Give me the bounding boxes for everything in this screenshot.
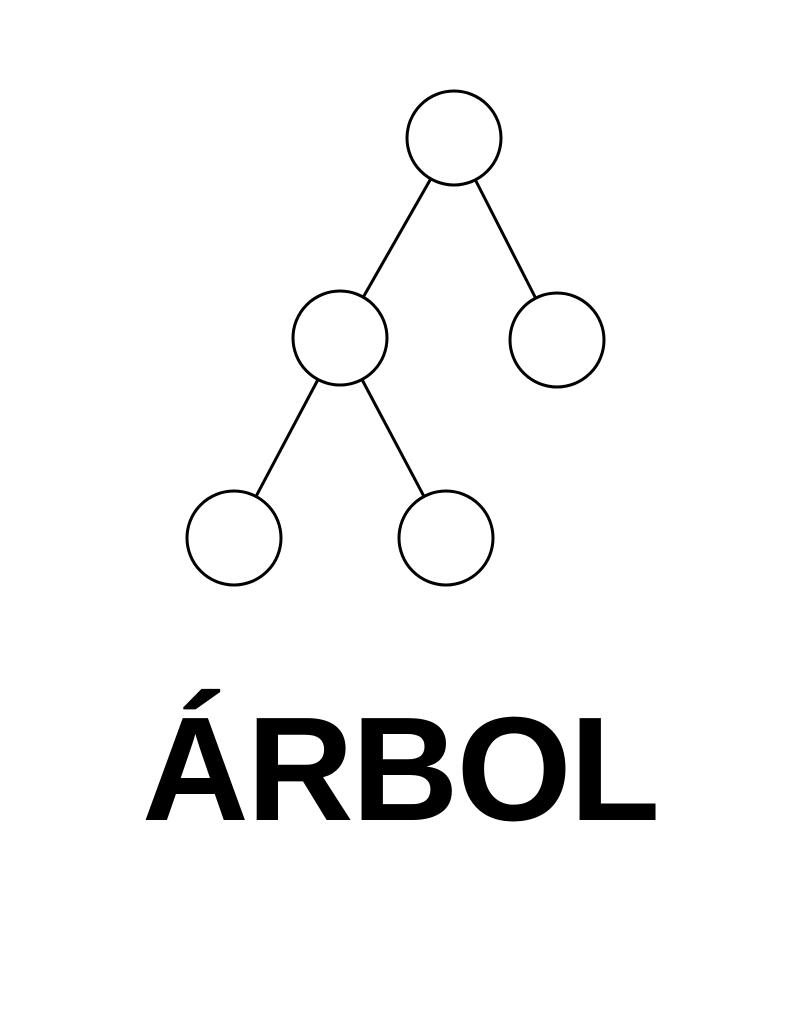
diagram-caption: ÁRBOL — [141, 687, 660, 852]
tree-node-left-right — [397, 489, 495, 587]
tree-edges — [254, 177, 538, 498]
tree-node-root — [405, 89, 503, 187]
edge-left-to-left-right — [360, 378, 426, 498]
tree-node-right — [508, 291, 606, 389]
tree-nodes — [185, 89, 606, 587]
tree-node-left-left — [185, 489, 283, 587]
edge-root-to-left — [361, 177, 433, 299]
tree-diagram — [185, 89, 606, 587]
edge-root-to-right — [473, 178, 538, 300]
tree-node-left — [291, 289, 389, 387]
edge-left-to-left-left — [254, 378, 320, 498]
